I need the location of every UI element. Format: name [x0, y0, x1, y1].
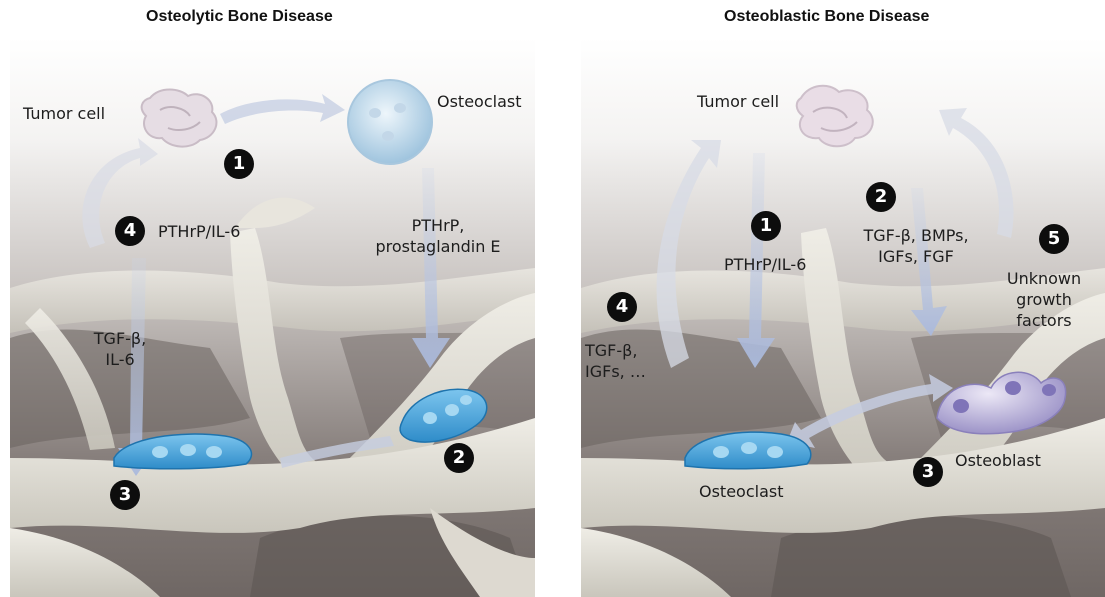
unknown-growth-factors-label: Unknown growth factors	[999, 268, 1089, 331]
tgfb-il6-line-1: TGF-β,	[80, 328, 160, 349]
unknown-line-2: growth	[999, 289, 1089, 310]
right-panel-title: Osteoblastic Bone Disease	[724, 8, 929, 26]
step-3-badge: 3	[913, 457, 943, 487]
tgfb-il6-line-2: IL-6	[80, 349, 160, 370]
tgfb-igfs-line-1: TGF-β,	[585, 340, 646, 361]
step-2-badge: 2	[444, 443, 474, 473]
osteoblast-label: Osteoblast	[955, 450, 1041, 471]
step-3-badge: 3	[110, 480, 140, 510]
pthrp-prostaglandin-line-2: prostaglandin E	[358, 236, 518, 257]
tumor-cell-shape	[797, 86, 873, 147]
step-2-badge: 2	[866, 182, 896, 212]
tumor-cell-shape	[142, 90, 217, 147]
osteoclast-label: Osteoclast	[699, 481, 784, 502]
pthrp-prostaglandin-line-1: PTHrP,	[358, 215, 518, 236]
step-4-badge: 4	[607, 292, 637, 322]
step-5-badge: 5	[1039, 224, 1069, 254]
unknown-line-1: Unknown	[999, 268, 1089, 289]
left-panel-title: Osteolytic Bone Disease	[146, 8, 333, 26]
osteoclast-round-shape	[348, 80, 432, 164]
step-1-badge: 1	[751, 211, 781, 241]
tgfb-il6-label: TGF-β, IL-6	[80, 328, 160, 370]
tgfb-bmps-label: TGF-β, BMPs, IGFs, FGF	[856, 225, 976, 267]
unknown-line-3: factors	[999, 310, 1089, 331]
tgfb-igfs-label: TGF-β, IGFs, …	[585, 340, 646, 382]
step-1-badge: 1	[224, 149, 254, 179]
pthrp-prostaglandin-label: PTHrP, prostaglandin E	[358, 215, 518, 257]
tumor-cell-label: Tumor cell	[23, 103, 105, 124]
pthrp-il6-label: PTHrP/IL-6	[158, 221, 240, 242]
osteoblastic-illustration: Tumor cell 2 1 TGF-β, BMPs, IGFs, FGF 5 …	[581, 38, 1105, 597]
osteoclast-label: Osteoclast	[437, 91, 522, 112]
tgfb-bmps-line-2: IGFs, FGF	[856, 246, 976, 267]
step-4-badge: 4	[115, 216, 145, 246]
osteolytic-illustration: Tumor cell Osteoclast 1 4 PTHrP/IL-6 PTH…	[10, 38, 535, 597]
tgfb-igfs-line-2: IGFs, …	[585, 361, 646, 382]
tgfb-bmps-line-1: TGF-β, BMPs,	[856, 225, 976, 246]
pthrp-il6-label: PTHrP/IL-6	[724, 254, 806, 275]
tumor-cell-label: Tumor cell	[697, 91, 779, 112]
